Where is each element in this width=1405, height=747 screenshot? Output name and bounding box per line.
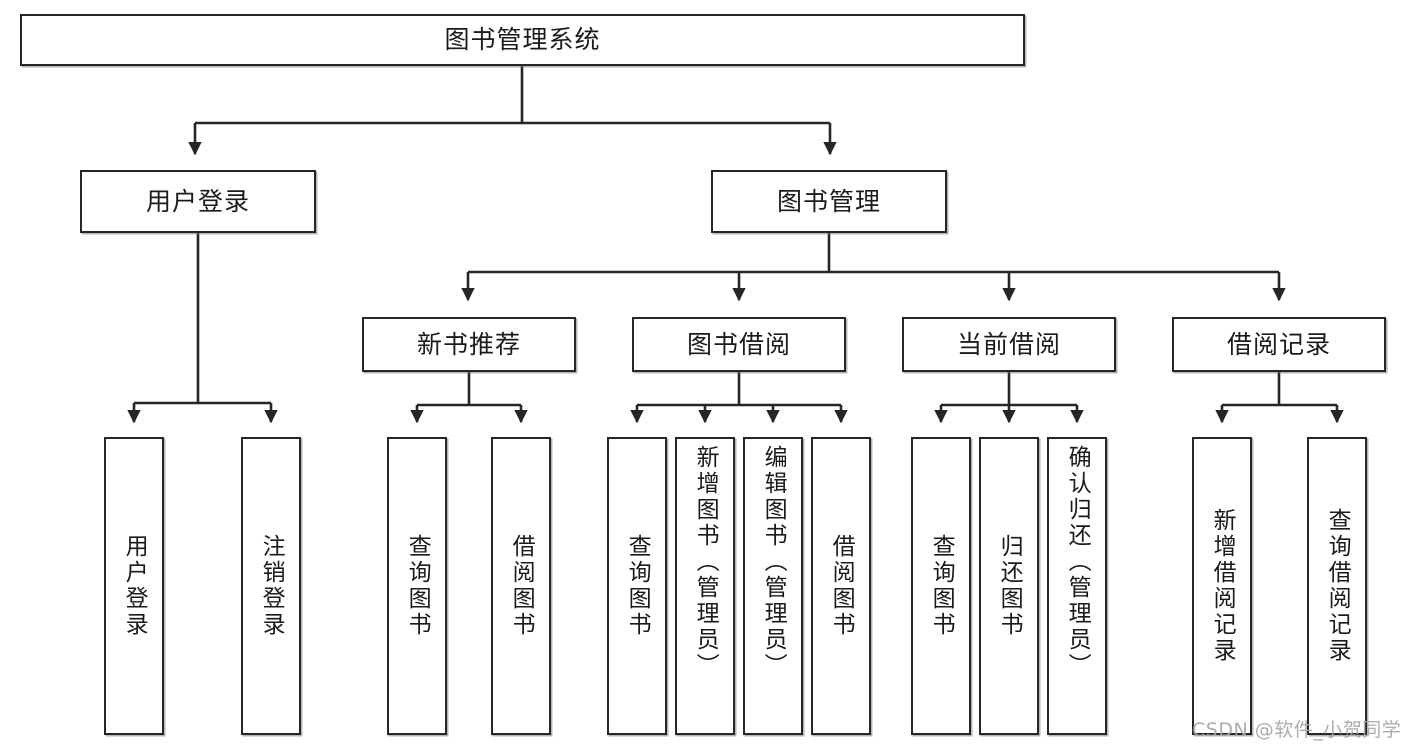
- node-label: 借阅图书: [828, 534, 855, 638]
- node-book-borrow[interactable]: 图书借阅: [632, 317, 846, 372]
- leaf-recommend-borrow-book[interactable]: 借阅图书: [491, 437, 551, 735]
- node-user-login[interactable]: 用户登录: [80, 170, 316, 233]
- node-book-management[interactable]: 图书管理: [711, 170, 947, 233]
- leaf-borrow-edit-book-admin[interactable]: 编辑图书（管理员）: [743, 437, 803, 735]
- node-borrow-record[interactable]: 借阅记录: [1172, 317, 1386, 372]
- node-label: 归还图书: [996, 534, 1023, 638]
- node-label: 查询图书: [404, 534, 431, 638]
- leaf-borrow-add-book-admin[interactable]: 新增图书（管理员）: [675, 437, 735, 735]
- node-label: 查询图书: [624, 534, 651, 638]
- node-label: 借阅图书: [508, 534, 535, 638]
- node-label: 图书管理系统: [444, 25, 601, 55]
- leaf-borrow-query-book[interactable]: 查询图书: [607, 437, 667, 735]
- leaf-record-add-record[interactable]: 新增借阅记录: [1192, 437, 1252, 735]
- leaf-current-return-book[interactable]: 归还图书: [979, 437, 1039, 735]
- node-label: 新书推荐: [416, 329, 521, 359]
- node-label: 图书管理: [776, 186, 881, 216]
- node-label: 确认归还（管理员）: [1064, 445, 1091, 679]
- node-label: 当前借阅: [956, 329, 1061, 359]
- node-current-borrow[interactable]: 当前借阅: [902, 317, 1116, 372]
- leaf-recommend-query-book[interactable]: 查询图书: [387, 437, 447, 735]
- node-label: 借阅记录: [1226, 329, 1331, 359]
- node-label: 新增图书（管理员）: [692, 445, 719, 679]
- node-label: 注销登录: [258, 534, 285, 638]
- node-label: 查询图书: [928, 534, 955, 638]
- leaf-current-query-book[interactable]: 查询图书: [911, 437, 971, 735]
- csdn-watermark: CSDN @软件_小贺同学: [1192, 719, 1402, 741]
- leaf-record-query-record[interactable]: 查询借阅记录: [1307, 437, 1367, 735]
- leaf-user-login-login[interactable]: 用户登录: [104, 437, 164, 735]
- node-label: 查询借阅记录: [1324, 508, 1351, 664]
- node-label: 用户登录: [121, 534, 148, 638]
- node-label: 图书借阅: [686, 329, 791, 359]
- node-label: 新增借阅记录: [1209, 508, 1236, 664]
- node-label: 用户登录: [145, 186, 250, 216]
- node-root-book-management-system[interactable]: 图书管理系统: [20, 14, 1025, 66]
- node-label: 编辑图书（管理员）: [760, 445, 787, 679]
- node-new-book-recommend[interactable]: 新书推荐: [362, 317, 576, 372]
- leaf-user-login-logout[interactable]: 注销登录: [241, 437, 301, 735]
- leaf-current-confirm-return-admin[interactable]: 确认归还（管理员）: [1047, 437, 1107, 735]
- leaf-borrow-borrow-book[interactable]: 借阅图书: [811, 437, 871, 735]
